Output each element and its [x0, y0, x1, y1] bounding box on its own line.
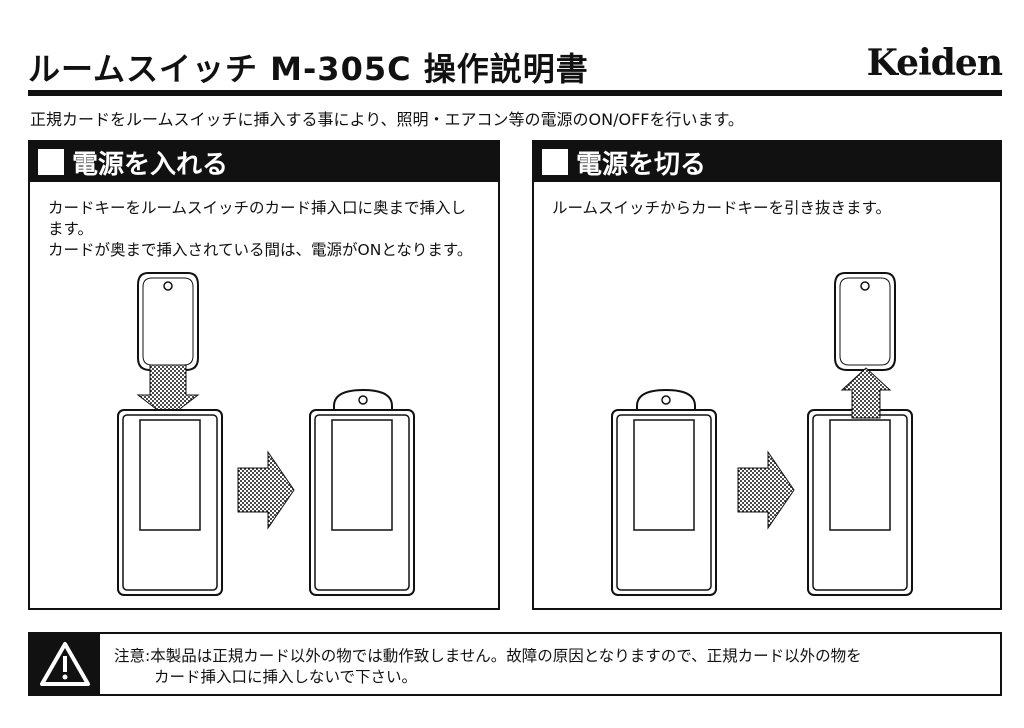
intro-text: 正規カードをルームスイッチに挿入する事により、照明・エアコン等の電源のON/OF… — [30, 110, 744, 129]
warning-line-2: カード挿入口に挿入しないで下さい。 — [154, 668, 418, 686]
panel-heading: 電源を切る — [534, 142, 1000, 182]
warning-box: 注意:本製品は正規カード以外の物では動作致しません。故障の原因となりますので、正… — [28, 632, 1002, 696]
page-title: ルームスイッチ M-305C 操作説明書 — [28, 50, 589, 88]
panel-power-on: 電源を入れる カードキーをルームスイッチのカード挿入口に奥まで挿入します。 カー… — [28, 140, 500, 610]
panel-power-off: 電源を切る ルームスイッチからカードキーを引き抜きます。 — [532, 140, 1002, 610]
panel-heading-text: 電源を切る — [576, 149, 707, 180]
remove-up-arrow-icon — [840, 367, 892, 419]
room-switch-device-card-inserted — [611, 409, 717, 596]
panel-description: カードキーをルームスイッチのカード挿入口に奥まで挿入します。 カードが奥まで挿入… — [48, 199, 473, 259]
warning-triangle-icon — [40, 642, 90, 686]
square-bullet-icon — [542, 149, 568, 175]
square-bullet-icon — [38, 149, 64, 175]
panel-heading-text: 電源を入れる — [72, 149, 229, 180]
warning-text: 注意:本製品は正規カード以外の物では動作致しません。故障の原因となりますので、正… — [114, 646, 862, 688]
room-switch-device — [117, 409, 223, 596]
right-arrow-icon — [237, 450, 295, 530]
title-rule — [28, 90, 1002, 96]
insert-down-arrow-icon — [136, 364, 200, 419]
warning-line-1: 注意:本製品は正規カード以外の物では動作致しません。故障の原因となりますので、正… — [114, 647, 862, 665]
warning-icon-area — [30, 634, 100, 694]
card-key — [137, 272, 199, 371]
panel-description: ルームスイッチからカードキーを引き抜きます。 — [552, 199, 891, 217]
panel-heading: 電源を入れる — [30, 142, 498, 182]
right-arrow-icon — [737, 450, 795, 530]
brand-logo: Keiden — [866, 42, 1003, 84]
card-key — [834, 272, 896, 371]
room-switch-device-card-inserted — [309, 409, 415, 596]
room-switch-device — [807, 409, 913, 596]
